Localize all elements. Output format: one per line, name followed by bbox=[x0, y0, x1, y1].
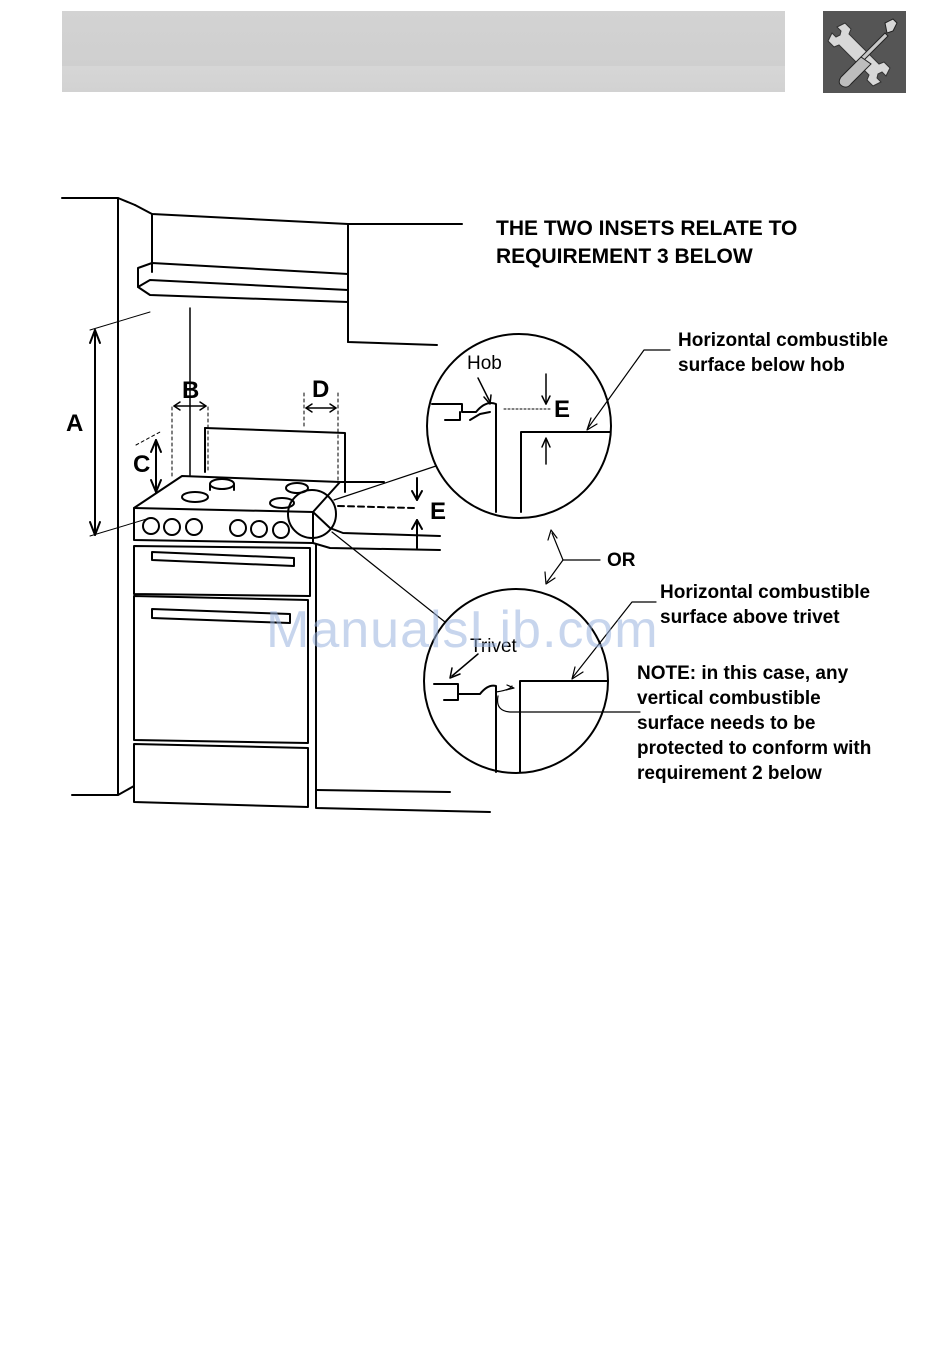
inset-e-label: E bbox=[554, 396, 570, 424]
hob-top bbox=[134, 476, 340, 512]
cooker-hood bbox=[138, 263, 348, 302]
dimension-a-label: A bbox=[66, 410, 83, 438]
inset-hob-circle bbox=[427, 334, 611, 518]
control-panel bbox=[134, 508, 313, 543]
dimension-d-label: D bbox=[312, 376, 329, 404]
or-label: OR bbox=[607, 548, 636, 573]
note-line2: vertical combustible bbox=[637, 686, 821, 711]
note-line5: requirement 2 below bbox=[637, 761, 822, 786]
side-wall bbox=[62, 198, 118, 795]
callout-above-trivet-line1: Horizontal combustible bbox=[660, 580, 870, 605]
storage-drawer bbox=[134, 744, 308, 807]
watermark: ManualsLib.com bbox=[266, 600, 659, 660]
inset-hob-label: Hob bbox=[467, 351, 502, 376]
note-line4: protected to conform with bbox=[637, 736, 871, 761]
upper-cupboard bbox=[135, 205, 437, 345]
dimension-b-label: B bbox=[182, 377, 199, 405]
cooker-body bbox=[134, 546, 310, 596]
note-line1: NOTE: in this case, any bbox=[637, 661, 848, 686]
dimension-e-label: E bbox=[430, 498, 446, 526]
dimension-c-label: C bbox=[133, 451, 150, 479]
diagram-heading-line1: THE TWO INSETS RELATE TO bbox=[496, 216, 797, 241]
callout-above-trivet-line2: surface above trivet bbox=[660, 605, 840, 630]
diagram-heading-line2: REQUIREMENT 3 BELOW bbox=[496, 244, 753, 269]
backguard bbox=[205, 428, 345, 492]
callout-below-hob-line1: Horizontal combustible bbox=[678, 328, 888, 353]
callout-below-hob-line2: surface below hob bbox=[678, 353, 845, 378]
note-line3: surface needs to be bbox=[637, 711, 815, 736]
